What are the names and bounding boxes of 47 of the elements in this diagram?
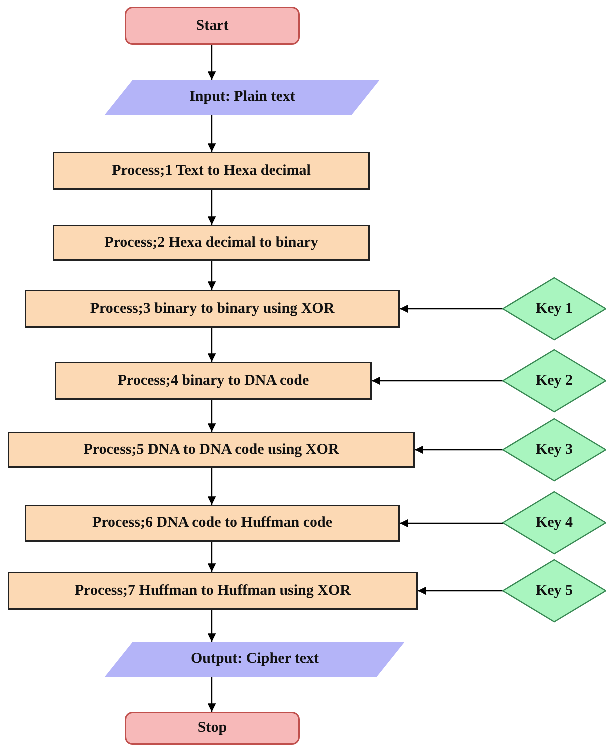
node-label: Process;4 binary to DNA code (118, 372, 310, 390)
arrow (418, 586, 503, 596)
node-label: Process;5 DNA to DNA code using XOR (84, 442, 340, 458)
node-label: Input: Plain text (190, 89, 296, 106)
node-label: Output: Cipher text (190, 651, 320, 668)
input-output-parallelogram (105, 80, 380, 115)
arrow (208, 45, 216, 80)
node-label: Key 1 (536, 300, 574, 318)
process-box (53, 152, 370, 190)
process-box (25, 505, 400, 542)
node-label: Process;7 Huffman to Huffman using XOR (75, 582, 351, 600)
node-label: Stop (198, 720, 228, 737)
terminal-box (125, 712, 300, 745)
process-box (53, 225, 370, 261)
node-label: Key 4 (536, 514, 574, 532)
decision-diamond (503, 419, 606, 481)
decision-diamond (503, 492, 606, 554)
process-box (8, 572, 418, 610)
arrow (208, 468, 216, 505)
arrow (372, 376, 503, 386)
arrow (208, 261, 216, 290)
terminal-box (125, 7, 300, 45)
node-label: Process;2 Hexa decimal to binary (104, 234, 318, 252)
process-box (55, 362, 372, 400)
node-label: Process;1 Text to Hexa decimal (112, 162, 311, 180)
input-output-parallelogram (105, 642, 405, 677)
decision-diamond (503, 350, 606, 412)
arrow (208, 610, 216, 642)
decision-diamond (503, 278, 606, 340)
node-label: Process;3 binary to binary using XOR (90, 300, 335, 318)
arrow (208, 677, 216, 712)
node-label: Key 2 (536, 372, 574, 390)
arrow (208, 328, 216, 362)
arrow (208, 190, 216, 225)
node-label: Key 5 (536, 582, 574, 600)
arrow (415, 446, 503, 454)
node-label: Start (196, 18, 229, 34)
node-label: Key 3 (536, 442, 574, 458)
arrow (208, 400, 216, 432)
arrow (208, 542, 216, 572)
arrow (400, 304, 503, 314)
process-box (25, 290, 400, 328)
process-box (8, 432, 415, 468)
arrow (400, 519, 503, 528)
decision-diamond (503, 560, 606, 622)
node-label: Process;6 DNA code to Huffman code (92, 515, 333, 532)
arrow (208, 115, 216, 152)
